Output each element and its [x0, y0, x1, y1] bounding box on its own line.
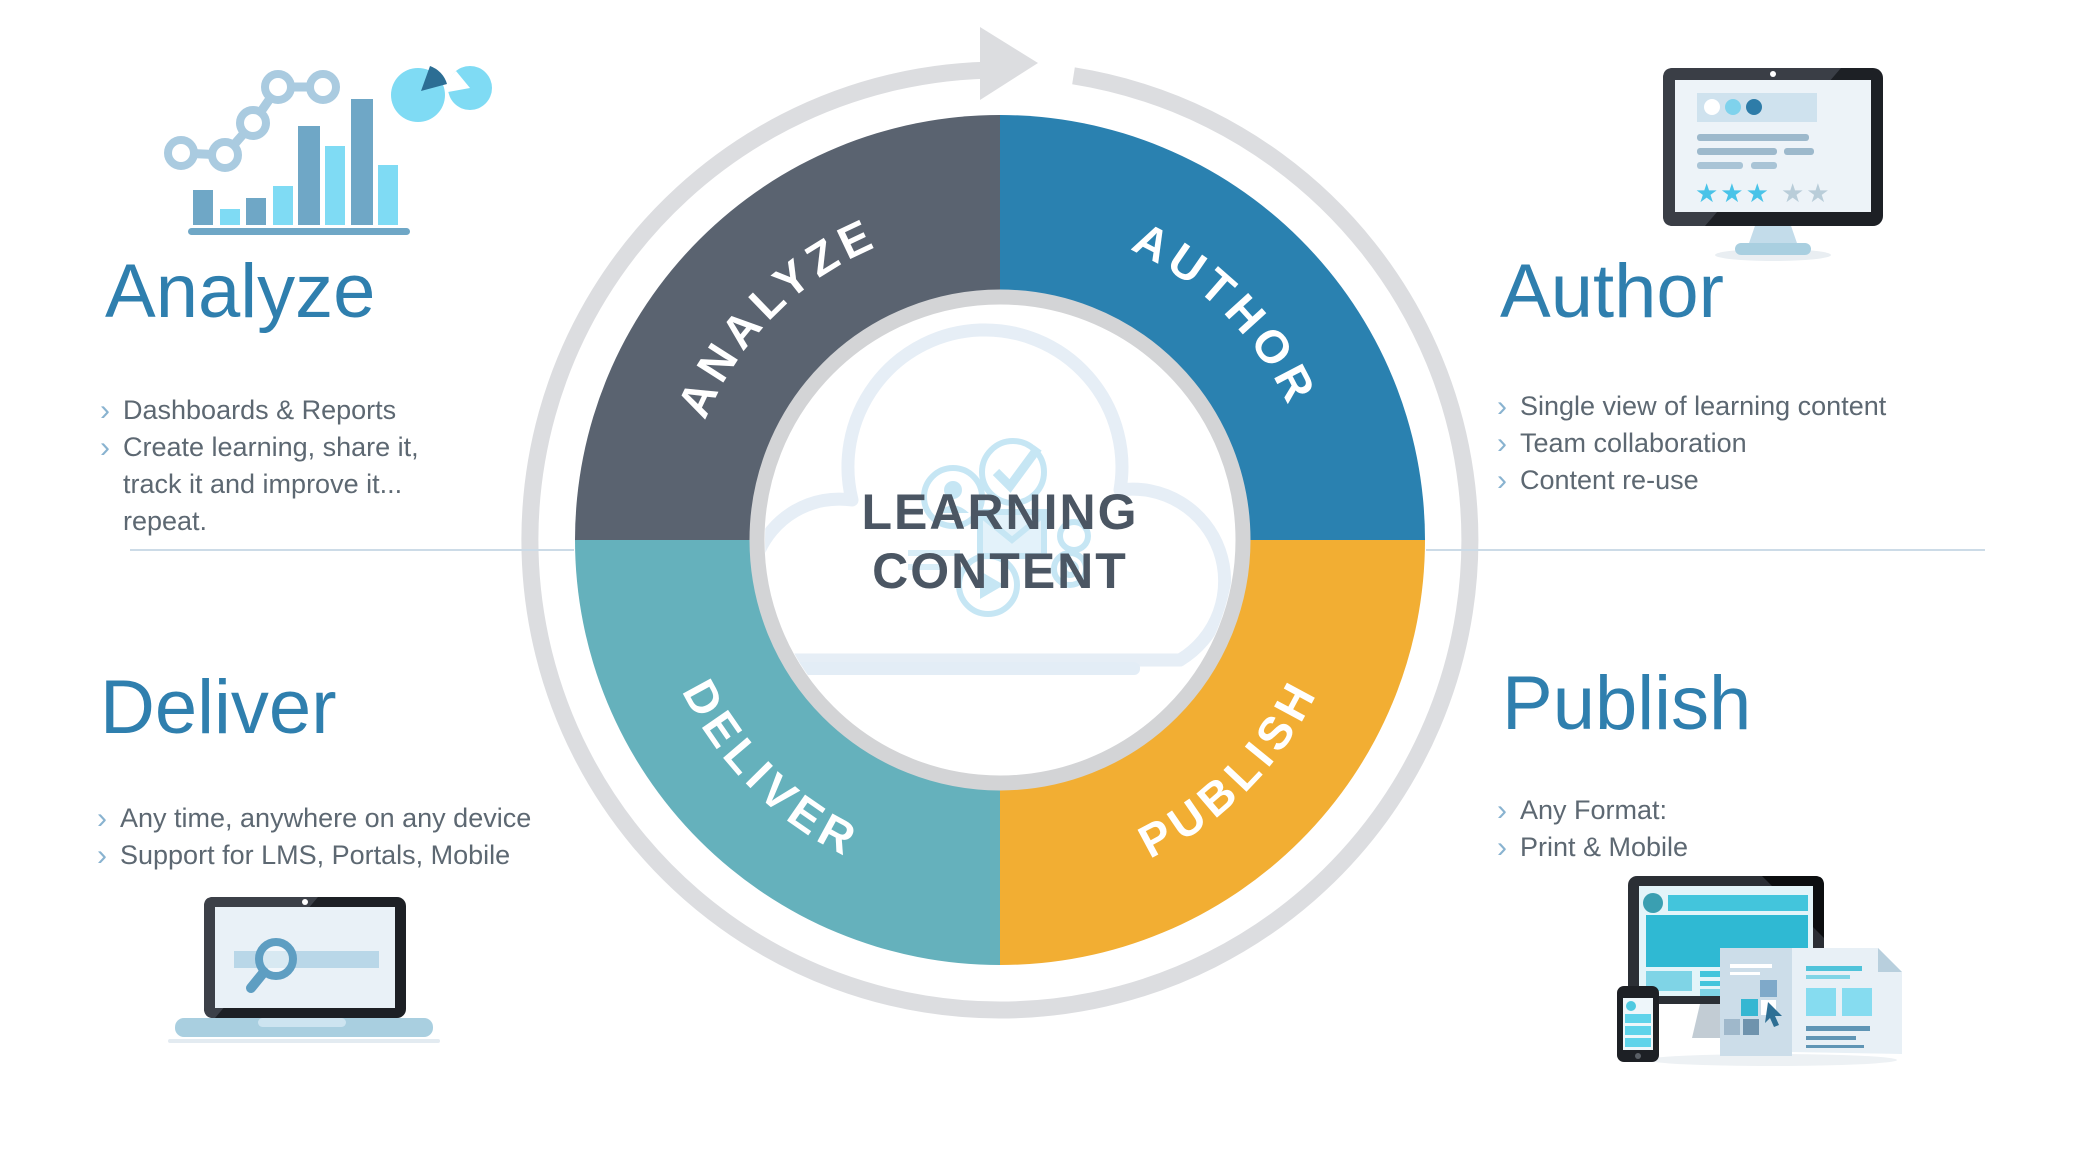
chevron-icon: ›	[1497, 831, 1507, 864]
content-type-icons	[908, 438, 1091, 617]
camera-dot	[302, 899, 308, 905]
deliver-section-title: Deliver	[100, 665, 337, 750]
rating-stars-filled: ★★★	[1695, 178, 1771, 208]
phone-icon	[1617, 986, 1659, 1062]
print-brochure	[1720, 948, 1902, 1056]
publish-section-title: Publish	[1502, 661, 1752, 746]
right-divider-line	[1426, 549, 1985, 551]
line-chart	[164, 70, 340, 172]
publish-bullets: › Any Format: › Print & Mobile	[1497, 792, 1688, 866]
gear-icon	[1051, 550, 1089, 588]
screen-content: ★★★ ★★	[1695, 93, 1832, 208]
chevron-icon: ›	[1497, 390, 1507, 423]
chevron-icon: ›	[1497, 794, 1507, 827]
analyze-section-title: Analyze	[105, 249, 376, 334]
page-fold	[1878, 948, 1902, 972]
bullet-item: › Any Format:	[1497, 794, 1668, 827]
cloud-icon	[765, 323, 1232, 667]
chevron-icon: ›	[100, 394, 110, 427]
play-circle-icon	[956, 553, 1020, 617]
bullet-item: › Print & Mobile	[1497, 831, 1689, 864]
laptop-base	[175, 1018, 433, 1037]
center-label-line1: LEARNING	[861, 484, 1138, 540]
desktop-monitor-icon: ★★★ ★★	[1663, 68, 1883, 261]
bullet-item: › Content re-use	[1497, 464, 1699, 497]
bar-chart-icon	[164, 66, 492, 235]
center-label-line2: CONTENT	[872, 543, 1128, 599]
author-section-title: Author	[1500, 249, 1724, 334]
laptop-search-icon	[168, 897, 440, 1043]
bullet-item: › Any time, anywhere on any device	[97, 802, 532, 835]
chevron-icon: ›	[97, 839, 107, 872]
pie-chart-icon	[391, 66, 492, 122]
camera-dot	[1770, 71, 1776, 77]
deliver-bullets: › Any time, anywhere on any device › Sup…	[97, 800, 531, 874]
monitor-stand	[1748, 220, 1798, 246]
chevron-icon: ›	[1497, 464, 1507, 497]
target-circle-icon	[1057, 519, 1091, 553]
check-icon	[992, 445, 1042, 493]
left-divider-line	[130, 549, 574, 551]
learning-lifecycle-wheel: ANALYZE AUTHOR DELIVER PUBLISH	[521, 27, 1479, 1019]
bullet-item: › Dashboards & Reports	[100, 394, 397, 427]
search-bar	[234, 951, 379, 968]
multi-device-print-icon	[1617, 876, 1902, 1066]
shadow	[168, 1039, 440, 1043]
analyze-bullets: › Dashboards & Reports › Create learning…	[100, 392, 453, 540]
person-circle-icon	[921, 465, 985, 529]
rating-stars-empty: ★★	[1781, 178, 1832, 208]
list-lines-icon	[908, 550, 960, 556]
bullet-item: › Create learning, share it, track it an…	[100, 431, 419, 536]
bullet-item: › Single view of learning content	[1497, 390, 1887, 423]
check-circle-icon	[979, 438, 1047, 506]
chevron-icon: ›	[1497, 427, 1507, 460]
bullet-item: › Team collaboration	[1497, 427, 1747, 460]
cycle-ring	[521, 27, 1479, 1019]
chevron-icon: ›	[97, 802, 107, 835]
play-icon	[980, 571, 1004, 599]
cloud-base-line	[780, 662, 1140, 675]
clockwise-arrow-icon	[980, 27, 1038, 100]
magnifier-icon	[246, 938, 297, 993]
cursor-icon	[1765, 1002, 1782, 1027]
bars	[188, 99, 410, 235]
bullet-item: › Support for LMS, Portals, Mobile	[97, 839, 511, 872]
shadow	[1647, 1054, 1897, 1066]
chevron-icon: ›	[100, 431, 110, 464]
author-bullets: › Single view of learning content › Team…	[1497, 388, 1886, 499]
